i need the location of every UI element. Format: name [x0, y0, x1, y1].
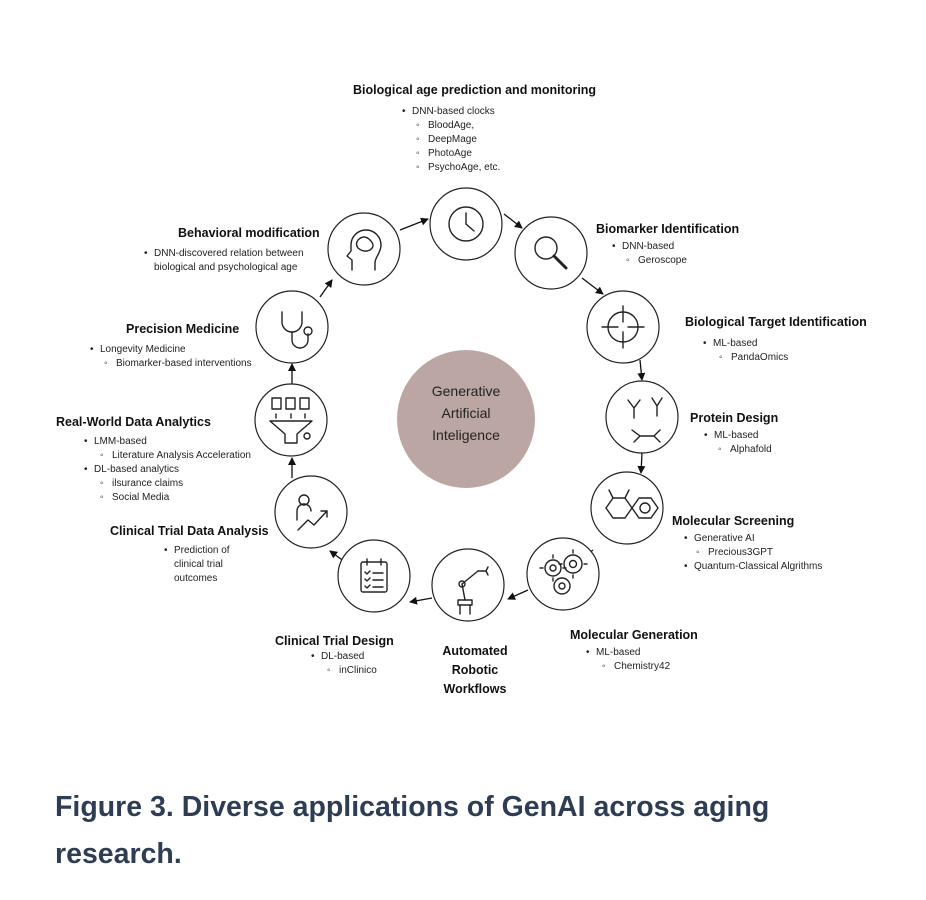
clock-icon	[448, 206, 484, 242]
label-trial-design: Clinical Trial Design DL-based inClinico	[275, 634, 394, 678]
label-rwd: Real-World Data Analytics LMM-based Lite…	[56, 415, 251, 505]
rwd-item-2: Literature Analysis Acceleration	[56, 449, 251, 463]
screening-item-3: Quantum-Classical Algrithms	[672, 560, 822, 574]
precision-title: Precision Medicine	[126, 322, 240, 336]
target-item-2: PandaOmics	[685, 351, 867, 365]
label-generation: Molecular Generation ML-based Chemistry4…	[570, 628, 698, 674]
magnifier-icon	[534, 236, 568, 270]
rwd-item-1: LMM-based	[56, 435, 251, 449]
person-chart-icon	[296, 494, 328, 531]
molecule-icon	[605, 489, 659, 519]
precision-details: Longevity Medicine Biomarker-based inter…	[90, 343, 252, 371]
target-item-1: ML-based	[685, 337, 867, 351]
bio-age-details: DNN-based clocks BloodAge, DeepMage Phot…	[402, 105, 500, 175]
robotic-line-1: Automated	[442, 644, 508, 658]
node-protein	[605, 380, 679, 454]
trial-analysis-item-2: clinical trial	[174, 559, 223, 570]
center-circle	[397, 350, 535, 488]
node-robotic	[431, 548, 505, 622]
node-behavior	[327, 212, 401, 286]
precision-item-2: Biomarker-based interventions	[90, 357, 252, 371]
label-robotic: Automated Robotic Workflows	[425, 642, 525, 699]
checklist-icon	[360, 558, 388, 593]
rwd-title: Real-World Data Analytics	[56, 415, 211, 429]
biomarker-title: Biomarker Identification	[596, 222, 740, 236]
biomarker-item-2: Geroscope	[596, 254, 739, 268]
stethoscope-icon	[281, 311, 313, 349]
node-generation	[526, 537, 600, 611]
node-precision	[255, 290, 329, 364]
trial-design-item-1: DL-based	[275, 650, 394, 664]
label-behavior: Behavioral modification	[178, 226, 320, 240]
trial-design-title: Clinical Trial Design	[275, 634, 394, 648]
bio-age-item-5: PsychoAge, etc.	[402, 161, 500, 175]
protein-item-1: ML-based	[690, 429, 778, 443]
label-target: Biological Target Identification ML-base…	[685, 315, 867, 365]
head-brain-icon	[346, 229, 382, 271]
antibody-icon	[627, 397, 663, 443]
rwd-item-3: DL-based analytics	[56, 463, 251, 477]
precision-item-1: Longevity Medicine	[90, 343, 252, 357]
label-screening: Molecular Screening Generative AI Precio…	[672, 514, 822, 574]
node-trial-analysis	[274, 475, 348, 549]
gen-ai-cycle-diagram	[254, 187, 679, 622]
behavior-title: Behavioral modification	[178, 226, 320, 240]
generation-item-2: Chemistry42	[570, 660, 698, 674]
flow-arrows	[288, 213, 646, 605]
bio-age-item-1: DNN-based clocks	[402, 105, 500, 119]
label-biomarker: Biomarker Identification DNN-based Geros…	[596, 222, 739, 268]
robot-arm-icon	[457, 566, 489, 615]
rwd-item-4: ilsurance claims	[56, 477, 251, 491]
target-title: Biological Target Identification	[685, 315, 867, 329]
label-protein: Protein Design ML-based Alphafold	[690, 411, 778, 457]
generation-item-1: ML-based	[570, 646, 698, 660]
node-trial-design	[337, 539, 411, 613]
behavior-details: DNN-discovered relation between biologic…	[144, 247, 304, 275]
center-line-2: Artificial	[441, 405, 491, 421]
behavior-item-1: DNN-discovered relation between	[144, 247, 304, 261]
node-biomarker	[514, 216, 588, 290]
protein-title: Protein Design	[690, 411, 779, 425]
trial-analysis-title: Clinical Trial Data Analysis	[110, 524, 269, 538]
trial-analysis-item-1: Prediction of	[110, 544, 269, 558]
node-screening	[590, 471, 664, 545]
node-target	[586, 290, 660, 364]
trial-analysis-item-3: outcomes	[174, 573, 218, 584]
node-rwd	[254, 383, 328, 457]
funnel-icon	[269, 397, 313, 444]
screening-title: Molecular Screening	[672, 514, 795, 528]
protein-item-2: Alphafold	[690, 443, 778, 457]
bio-age-item-3: DeepMage	[402, 133, 500, 147]
generation-title: Molecular Generation	[570, 628, 698, 642]
center-line-3: Inteligence	[432, 427, 500, 443]
rwd-item-5: Social Media	[56, 491, 251, 505]
screening-item-1: Generative AI	[672, 532, 822, 546]
label-precision: Precision Medicine	[126, 322, 239, 336]
center-label: Generative Artificial Inteligence	[397, 380, 535, 446]
trial-design-item-2: inClinico	[275, 664, 394, 678]
robotic-line-2: Robotic	[451, 663, 499, 677]
label-trial-analysis: Clinical Trial Data Analysis Prediction …	[110, 524, 269, 586]
bio-age-title: Biological age prediction and monitoring	[353, 83, 597, 97]
bio-age-item-4: PhotoAge	[402, 147, 500, 161]
biomarker-item-1: DNN-based	[596, 240, 739, 254]
gears-icon	[539, 549, 588, 595]
center-line-1: Generative	[431, 383, 501, 399]
crosshair-icon	[601, 305, 645, 349]
bio-age-item-2: BloodAge,	[402, 119, 500, 133]
figure-caption: Figure 3. Diverse applications of GenAI …	[55, 791, 770, 870]
behavior-item-2: biological and psychological age	[154, 262, 298, 273]
label-bio-age: Biological age prediction and monitoring	[353, 83, 596, 97]
robotic-line-3: Workflows	[443, 682, 507, 696]
screening-item-2: Precious3GPT	[672, 546, 822, 560]
